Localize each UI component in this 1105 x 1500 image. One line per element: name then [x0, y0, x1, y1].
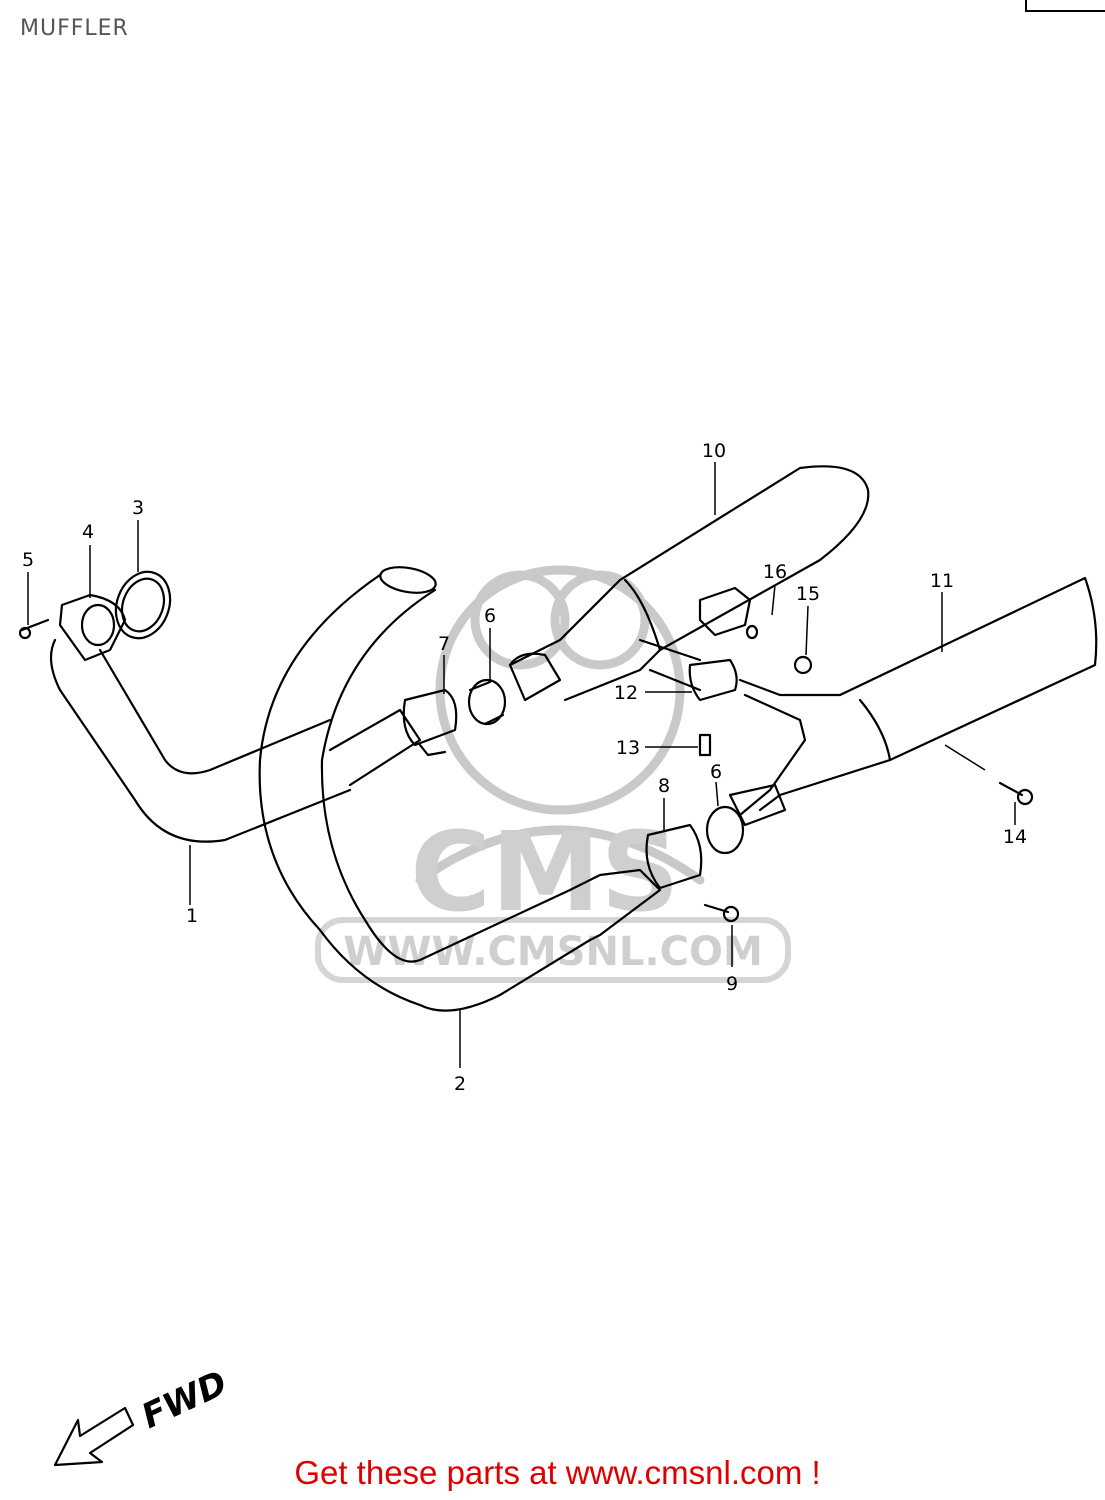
clamp [645, 823, 703, 890]
leader-lines [27, 462, 1016, 1068]
clamp [402, 688, 458, 757]
callout-10: 10 [702, 440, 726, 462]
connector [467, 678, 507, 726]
exhaust-pipe-front [49, 638, 352, 843]
page-title: MUFFLER [20, 16, 129, 41]
promo-link[interactable]: Get these parts at www.cmsnl.com ! [294, 1454, 821, 1491]
callout-4: 4 [82, 521, 94, 543]
callout-6: 6 [484, 605, 496, 627]
watermark-logo-text: CMS [410, 808, 679, 936]
callout-8: 8 [658, 775, 670, 797]
callout-2: 2 [454, 1073, 466, 1095]
bracket [698, 586, 759, 640]
pipe-stub [328, 708, 422, 787]
forward-arrow-icon [53, 1406, 135, 1467]
callout-11: 11 [930, 570, 954, 592]
callout-5: 5 [22, 549, 34, 571]
exhaust-pipe-rear [258, 566, 662, 1012]
bolt [18, 618, 50, 640]
nut [793, 655, 813, 675]
callout-14: 14 [1003, 826, 1027, 848]
callout-9: 9 [726, 973, 738, 995]
callout-6: 6 [710, 761, 722, 783]
bolt [703, 903, 740, 923]
bolt [698, 733, 712, 757]
muffler-lower [728, 576, 1098, 827]
gasket [114, 570, 172, 640]
watermark-logo: CMS WWW.CMSNL.COM [315, 565, 791, 983]
callout-13: 13 [616, 737, 640, 759]
callout-1: 1 [186, 905, 198, 927]
callout-12: 12 [614, 682, 638, 704]
callout-15: 15 [796, 583, 820, 605]
flange [58, 593, 127, 662]
connector [705, 805, 745, 855]
callout-3: 3 [132, 497, 144, 519]
corner-frame [1025, 0, 1105, 12]
callout-7: 7 [438, 633, 450, 655]
callout-16: 16 [763, 561, 787, 583]
bolt [998, 781, 1034, 806]
callout-numbers: 1 2 3 4 5 6 6 7 8 9 10 11 12 13 14 15 16 [22, 440, 1027, 1095]
watermark-url-text: WWW.CMSNL.COM [343, 929, 763, 975]
clamp [688, 658, 738, 702]
